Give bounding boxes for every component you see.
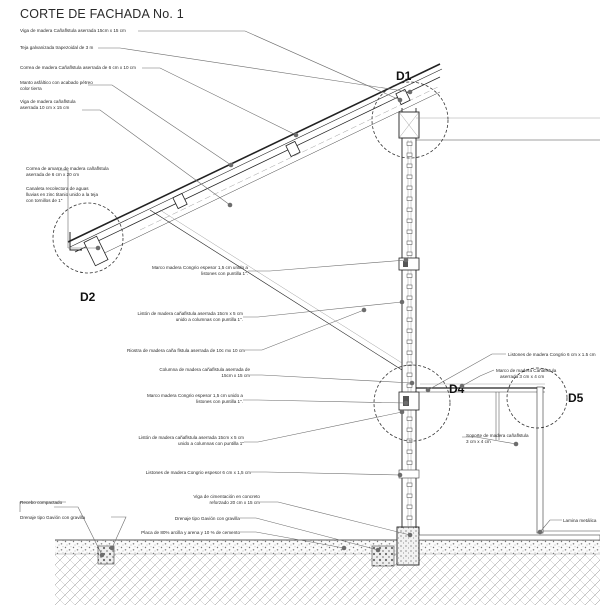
wood-slat	[406, 493, 413, 498]
label-correa-amarre-2: aserrada de 6 cm x 20 cm	[26, 172, 79, 177]
wood-slat	[406, 185, 413, 190]
wood-slat	[406, 196, 413, 201]
wood-slat	[406, 416, 413, 421]
label-placa: Placa de 80% arcilla y arena y 10 % de c…	[141, 530, 240, 535]
diagonal-brace	[149, 209, 403, 371]
label-correa: Correa de madera Cañaflstula aserrada de…	[20, 65, 136, 70]
gravel-drain-left	[97, 545, 115, 565]
wood-slat	[406, 449, 413, 454]
wood-slat	[406, 339, 413, 344]
wood-slat	[406, 152, 413, 157]
wood-slat	[406, 273, 413, 278]
wall-section	[398, 108, 420, 528]
wood-slat	[406, 504, 413, 509]
label-canaleta-1: Canaleta recolectora de aguas	[26, 186, 89, 191]
detail-label-d1: D1	[396, 69, 412, 83]
floor-slab	[418, 534, 600, 541]
label-viga-cim-1: Viga de cimentación en concreto	[193, 494, 260, 499]
label-canaleta-3: con tornillos de 1"	[26, 198, 63, 203]
label-viga-rafter-2: aserrada 10 cm x 15 cm	[20, 105, 69, 110]
label-marco-top-2: listones con puntilla 1".	[201, 271, 248, 276]
wood-slat	[406, 460, 413, 465]
wood-slat	[406, 328, 413, 333]
label-liston-mid-1: Listón de madera cañaflstula aserrada 15…	[139, 435, 245, 440]
wood-slat	[406, 284, 413, 289]
wood-slat	[406, 383, 413, 388]
wood-slat	[406, 350, 413, 355]
fascia-beam	[83, 235, 109, 267]
label-riostra: Riostra de madera caña flstula aserrada …	[127, 348, 245, 353]
detail-circle-d5	[506, 367, 568, 429]
leader-lines	[19, 30, 562, 558]
wood-slat	[406, 317, 413, 322]
label-columna-2: 15cm x 15 cm	[221, 373, 250, 378]
label-viga-rafter-1: Viga de madera cañaflstula	[20, 99, 76, 104]
detail-circle-d2	[52, 202, 124, 274]
wood-slat	[406, 229, 413, 234]
label-marco-right-1: Marco de madera Cañaflstula	[496, 368, 557, 373]
label-marco-top-1: Marco madera Congrio espesor 1,5 cm unid…	[152, 265, 248, 270]
wood-slat	[406, 141, 413, 146]
label-lamina: Lamina metálica	[563, 518, 597, 523]
label-listones-right: Listones de madera Congrio 6 cm x 1.5 cm	[508, 352, 596, 357]
detail-callouts: D1 D2 D4 D5	[52, 69, 584, 442]
label-manto-2: color tierra	[20, 86, 42, 91]
gutter	[69, 232, 82, 251]
label-canaleta-2: lluvias en zinc titanio unido a la teja	[26, 192, 98, 197]
wood-slat	[406, 372, 413, 377]
wood-slat	[406, 207, 413, 212]
roof-section	[67, 63, 600, 371]
ground	[55, 526, 600, 605]
label-viga-cim-2: reforzado 20 cm x 15 cm	[209, 500, 260, 505]
label-manto-1: Manto asfáltico con acabado pétreo	[20, 80, 93, 85]
detail-label-d5: D5	[568, 391, 584, 405]
label-correa-amarre-1: Correa de amarre de madera cañaflstula	[26, 166, 109, 171]
label-recebo: Recebo compactado	[20, 500, 63, 505]
drawing-title: CORTE DE FACHADA No. 1	[20, 7, 184, 21]
wood-slat	[406, 174, 413, 179]
detail-label-d2: D2	[80, 290, 96, 304]
side-canopy	[416, 383, 545, 534]
wood-slat	[406, 218, 413, 223]
label-soporte-2: 3 cm x 4 cm	[466, 439, 491, 444]
roof-purlin	[172, 192, 188, 210]
wood-slat	[406, 427, 413, 432]
annotations: Viga de madera Cañaflstula aserrada 15cm…	[20, 28, 597, 535]
wood-slat	[406, 361, 413, 366]
label-liston-top-2: unido a columnas con puntilla 1".	[176, 317, 243, 322]
wood-slat	[406, 240, 413, 245]
label-liston-mid-2: unido a columnas con puntilla 1"	[178, 441, 244, 446]
roof-purlin	[285, 140, 301, 158]
label-columna-1: Columna de madera cañaflstula aserrada d…	[159, 367, 250, 372]
label-liston-top-1: Listón de madera cañaflstula aserrada 15…	[138, 311, 244, 316]
label-marco-mid-2: listones con puntilla 1".	[196, 399, 243, 404]
wood-slat	[406, 295, 413, 300]
wood-slat	[406, 306, 413, 311]
label-marco-mid-1: Marco madera Congrio espesor 1,5 cm unid…	[147, 393, 243, 398]
label-marco-right-2: aserrada 3 cm x 4 cm	[500, 374, 544, 379]
label-listones-congrio: Listones de madera Congrio espesor 6 cm …	[146, 470, 251, 475]
label-drenaje-left: Drenaje tipo Gavión con gravilla	[20, 515, 86, 520]
wood-slat	[406, 251, 413, 256]
wood-slat	[406, 515, 413, 520]
label-drenaje-mid: Drenaje tipo Gavión con gravilla	[175, 516, 241, 521]
wood-slat	[406, 163, 413, 168]
detail-circle-d1	[371, 81, 449, 159]
wood-slat	[406, 482, 413, 487]
label-viga-roof: Viga de madera Cañaflstula aserrada 15cm…	[20, 28, 126, 33]
label-teja: Teja galvanizada trapezoidal de 3 m	[20, 45, 93, 50]
detail-circle-d4	[373, 364, 451, 442]
label-soporte-1: Soporte de madera cañaflstula	[466, 433, 529, 438]
